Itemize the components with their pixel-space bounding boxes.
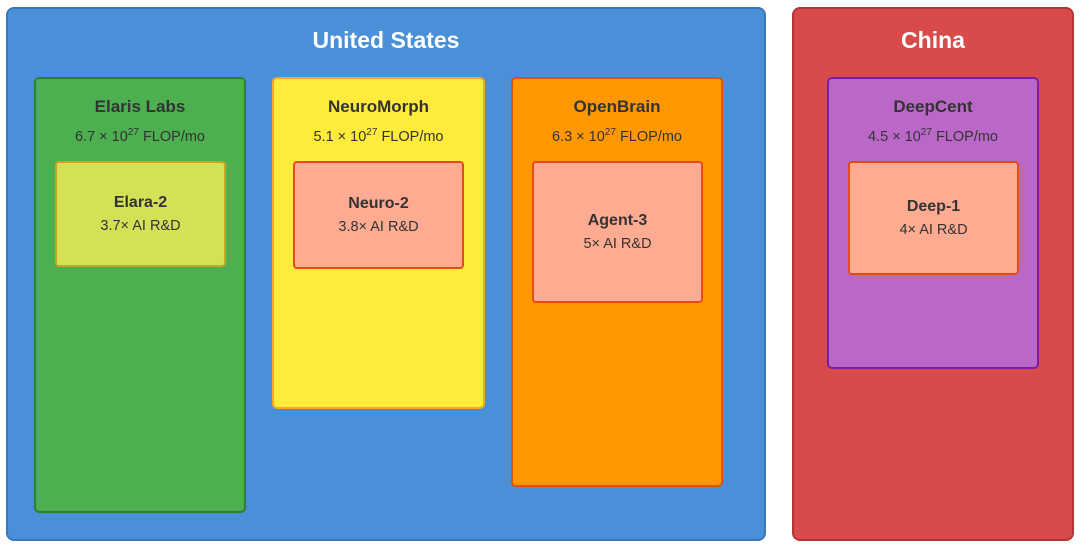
lab-name: DeepCent [893,97,973,116]
model-deep-1: Deep-1 4× AI R&D [848,161,1019,275]
lab-deepcent: DeepCent 4.5 × 1027 FLOP/mo Deep-1 4× AI… [827,77,1039,369]
model-rd-multiplier: 4× AI R&D [899,222,968,238]
lab-name: Elaris Labs [94,97,186,116]
region-title: United States [312,27,460,53]
lab-compute: 5.1 × 1027 FLOP/mo [313,127,444,145]
model-name: Agent-3 [587,212,648,229]
lab-compute: 4.5 × 1027 FLOP/mo [867,127,998,145]
model-rd-multiplier: 3.7× AI R&D [100,218,181,234]
model-name: Neuro-2 [348,195,409,212]
model-elara-2: Elara-2 3.7× AI R&D [55,161,226,267]
model-rd-multiplier: 5× AI R&D [583,236,652,252]
lab-compute: 6.7 × 1027 FLOP/mo [74,127,205,145]
lab-elaris-labs: Elaris Labs 6.7 × 1027 FLOP/mo Elara-2 3… [34,77,246,513]
lab-compute: 6.3 × 1027 FLOP/mo [551,127,682,145]
region-title: China [901,27,965,53]
model-agent-3: Agent-3 5× AI R&D [532,161,703,303]
model-name: Elara-2 [113,194,168,211]
lab-name: NeuroMorph [327,97,430,116]
lab-neuromorph: NeuroMorph 5.1 × 1027 FLOP/mo Neuro-2 3.… [272,77,485,409]
lab-openbrain: OpenBrain 6.3 × 1027 FLOP/mo Agent-3 5× … [511,77,723,487]
model-neuro-2: Neuro-2 3.8× AI R&D [293,161,464,269]
model-name: Deep-1 [906,198,961,215]
model-rd-multiplier: 3.8× AI R&D [338,219,419,235]
lab-name: OpenBrain [573,97,661,116]
